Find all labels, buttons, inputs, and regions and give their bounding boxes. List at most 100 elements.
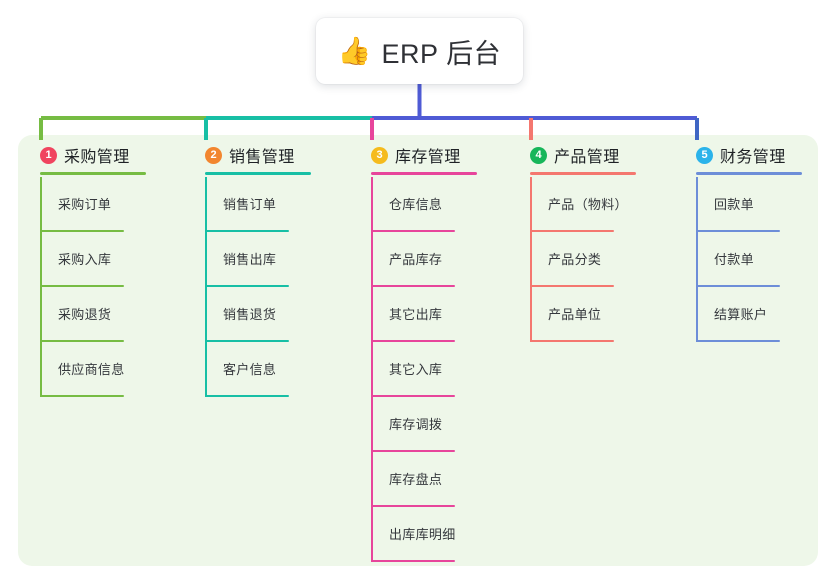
branch-header-1[interactable]: 1 采购管理 [40,143,146,177]
branch-item[interactable]: 客户信息 [205,342,295,397]
branch-item-label: 销售退货 [223,307,277,322]
branch-item-stem [696,232,698,287]
branch-index-badge: 3 [371,146,388,164]
branch-item-label: 库存盘点 [389,472,443,487]
branch-item-label: 库存调拨 [389,417,443,432]
branch-item-underline [40,230,124,232]
branch-item-label: 采购订单 [58,197,112,212]
branch-item[interactable]: 仓库信息 [371,177,461,232]
branch-item[interactable]: 产品分类 [530,232,620,287]
branch-item-underline [40,395,124,397]
branch-item-stem [371,232,373,287]
branch-item[interactable]: 供应商信息 [40,342,130,397]
branch-item-underline [205,230,289,232]
branch-title-underline [696,172,802,175]
branch-item-underline [696,285,780,287]
branch-item[interactable]: 销售退货 [205,287,295,342]
branch-title-underline [371,172,477,175]
branch-item-list: 采购订单采购入库采购退货供应商信息 [40,177,130,397]
branch-item[interactable]: 付款单 [696,232,786,287]
branch-item-underline [371,395,455,397]
branch-item-list: 销售订单销售出库销售退货客户信息 [205,177,295,397]
branch-item-label: 其它出库 [389,307,443,322]
branch-item[interactable]: 结算账户 [696,287,786,342]
branch-item[interactable]: 销售出库 [205,232,295,287]
branch-title: 财务管理 [720,149,786,166]
branch-item-stem [40,232,42,287]
branch-title-underline [40,172,146,175]
branch-item-label: 采购退货 [58,307,112,322]
branch-header-2[interactable]: 2 销售管理 [205,143,311,177]
branch-item[interactable]: 其它入库 [371,342,461,397]
branch-item[interactable]: 其它出库 [371,287,461,342]
branch-item-label: 产品（物料） [548,197,628,212]
branch-item-underline [530,230,614,232]
branch-item-underline [40,285,124,287]
branch-item-underline [205,285,289,287]
branch-item-underline [696,340,780,342]
branch-item-stem [40,287,42,342]
branch-item[interactable]: 产品单位 [530,287,620,342]
branch-item[interactable]: 产品库存 [371,232,461,287]
branch-item[interactable]: 销售订单 [205,177,295,232]
branch-item-label: 销售出库 [223,252,277,267]
branch-item-stem [371,342,373,397]
branch-item-stem [696,177,698,232]
branch-item-list: 仓库信息产品库存其它出库其它入库库存调拨库存盘点出库库明细 [371,177,461,562]
branch-item-stem [371,177,373,232]
branch-item-label: 客户信息 [223,362,277,377]
branch-item-label: 付款单 [714,252,754,267]
branch-item-stem [40,177,42,232]
branch-item[interactable]: 库存盘点 [371,452,461,507]
branch-title: 销售管理 [229,149,295,166]
branch-item-stem [530,287,532,342]
branch-item-label: 其它入库 [389,362,443,377]
branch-item-label: 采购入库 [58,252,112,267]
branch-index-badge: 5 [696,146,713,164]
branch-title: 采购管理 [64,149,130,166]
branch-item[interactable]: 产品（物料） [530,177,628,232]
branch-header-3[interactable]: 3 库存管理 [371,143,477,177]
branch-item[interactable]: 回款单 [696,177,786,232]
branch-title: 库存管理 [395,149,461,166]
branch-column-1: 1 采购管理采购订单采购入库采购退货供应商信息 [40,143,146,397]
branch-item-label: 结算账户 [714,307,768,322]
branch-item[interactable]: 采购入库 [40,232,130,287]
branch-item-underline [40,340,124,342]
branch-item-label: 回款单 [714,197,754,212]
branch-item-stem [371,452,373,507]
branch-item[interactable]: 出库库明细 [371,507,461,562]
branch-item-underline [530,340,614,342]
branch-item-stem [40,342,42,397]
branch-item[interactable]: 采购订单 [40,177,130,232]
branch-item-label: 仓库信息 [389,197,443,212]
branch-item-underline [371,340,455,342]
branch-index-badge: 1 [40,146,57,164]
branch-item-list: 产品（物料） 产品分类产品单位 [530,177,628,342]
branch-item-stem [696,287,698,342]
branch-item[interactable]: 库存调拨 [371,397,461,452]
branch-item-stem [371,507,373,562]
branch-item-label: 供应商信息 [58,362,125,377]
branch-item[interactable]: 采购退货 [40,287,130,342]
branch-item-stem [530,232,532,287]
branch-index-badge: 2 [205,146,222,164]
branch-item-underline [371,560,455,562]
branch-item-stem [205,342,207,397]
branch-item-list: 回款单付款单结算账户 [696,177,786,342]
root-node-label: ERP 后台 [381,38,502,69]
branch-title-underline [530,172,636,175]
branch-item-underline [205,340,289,342]
branches-backdrop-panel [18,135,818,566]
branch-item-stem [371,397,373,452]
root-node[interactable]: 👍 ERP 后台 [316,18,523,84]
branch-item-stem [205,287,207,342]
branch-header-5[interactable]: 5 财务管理 [696,143,802,177]
branch-column-5: 5 财务管理回款单付款单结算账户 [696,143,802,342]
branch-column-3: 3 库存管理仓库信息产品库存其它出库其它入库库存调拨库存盘点出库库明细 [371,143,477,562]
branch-item-underline [696,230,780,232]
branch-title: 产品管理 [554,149,620,166]
branch-item-underline [371,505,455,507]
